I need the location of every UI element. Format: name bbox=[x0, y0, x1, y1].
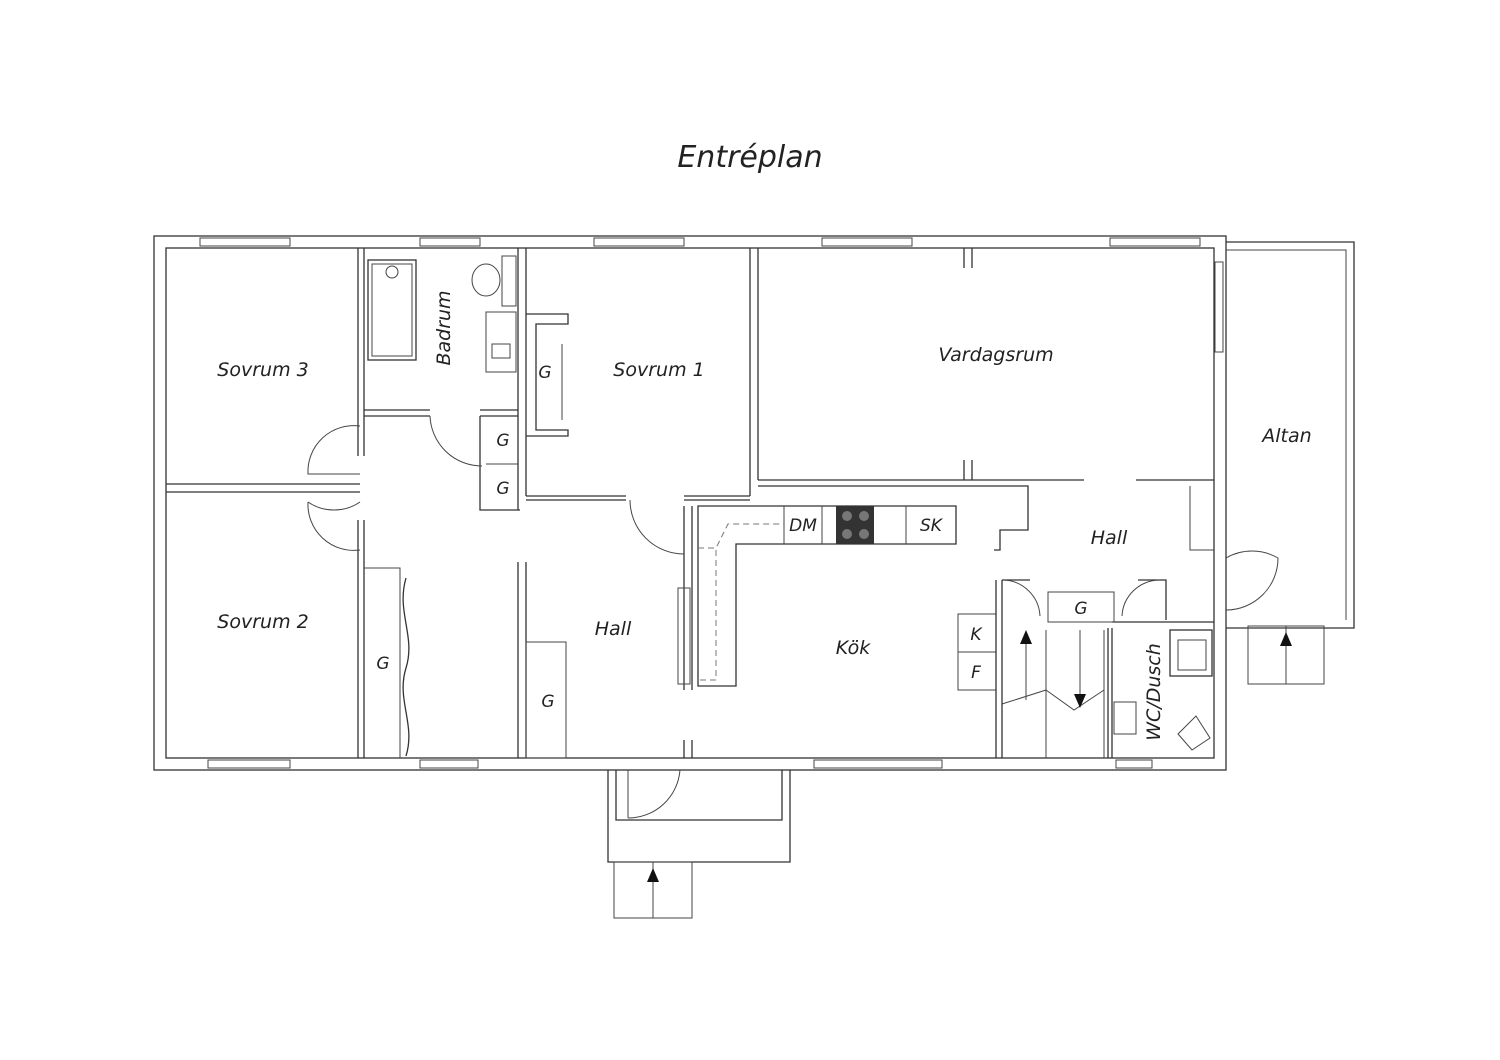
closet-rail bbox=[402, 577, 410, 757]
room-label-hall-main: Hall bbox=[595, 618, 632, 640]
interior-walls bbox=[166, 248, 1214, 759]
stove bbox=[836, 506, 874, 544]
stair-arrows bbox=[1020, 630, 1086, 708]
dishwasher-label: DM bbox=[789, 516, 817, 536]
room-labels: Sovrum 3 Sovrum 2 Sovrum 1 Vardagsrum Al… bbox=[217, 290, 1311, 740]
room-label-sovrum2: Sovrum 2 bbox=[217, 611, 308, 633]
room-label-sovrum3: Sovrum 3 bbox=[217, 359, 308, 381]
door-swings bbox=[307, 415, 1279, 819]
freezer-label: F bbox=[971, 663, 981, 683]
storage-label: G bbox=[1074, 599, 1087, 619]
bathroom-fixtures bbox=[367, 255, 517, 373]
storage-label: G bbox=[496, 431, 509, 451]
room-label-badrum: Badrum bbox=[433, 290, 455, 365]
altan-deck bbox=[1226, 241, 1355, 685]
room-label-altan: Altan bbox=[1260, 425, 1311, 447]
storage-label: G bbox=[496, 479, 509, 499]
entrance-porch bbox=[607, 770, 791, 919]
room-label-vardagsrum: Vardagsrum bbox=[938, 344, 1053, 366]
storage-labels: G G G G G G bbox=[376, 363, 1087, 712]
windows bbox=[199, 237, 1224, 769]
sink-cabinet-label: SK bbox=[920, 516, 944, 536]
storage-label: G bbox=[538, 363, 551, 383]
room-label-kok: Kök bbox=[836, 637, 871, 659]
outer-walls bbox=[153, 235, 1227, 771]
room-label-wc-dusch: WC/Dusch bbox=[1143, 643, 1165, 741]
wc-fixtures bbox=[1113, 629, 1213, 751]
room-label-sovrum1: Sovrum 1 bbox=[613, 359, 704, 381]
plan-title: Entréplan bbox=[677, 140, 823, 175]
fixture-labels: DM SK K F bbox=[789, 516, 983, 683]
storage-label: G bbox=[376, 654, 389, 674]
room-label-hall-east: Hall bbox=[1091, 527, 1128, 549]
fridge-label: K bbox=[970, 625, 983, 645]
storage-label: G bbox=[541, 692, 554, 712]
